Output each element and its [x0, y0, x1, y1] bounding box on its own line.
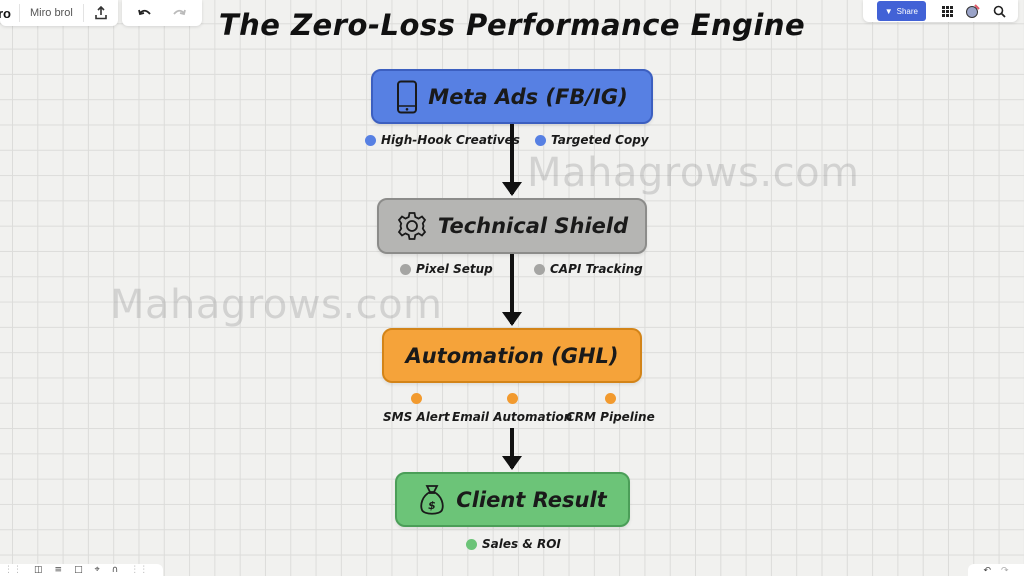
bullet-label: CAPI Tracking	[550, 262, 643, 276]
bullet-dot	[506, 393, 518, 404]
top-right-toolbar: ▼ Share	[862, 0, 1018, 22]
bullet-label: Sales & ROI	[482, 537, 561, 551]
node-label: Client Result	[456, 487, 607, 512]
node-label: Technical Shield	[437, 214, 629, 238]
bullet-item: High-Hook Creatives	[365, 133, 520, 147]
top-left-toolbar: ro Miro brol	[0, 0, 202, 26]
node-meta-ads[interactable]: Meta Ads (FB/IG)	[371, 69, 653, 124]
redo-icon[interactable]	[162, 0, 196, 26]
node-technical-shield[interactable]: Technical Shield	[377, 198, 647, 254]
bullet-dot	[400, 263, 411, 275]
share-icon: ▼	[884, 6, 893, 16]
bullet-dot	[534, 263, 545, 275]
bullet-item: Targeted Copy	[535, 133, 649, 147]
drag-handle-icon[interactable]: ⋮⋮	[130, 565, 149, 575]
svg-text:$: $	[428, 499, 436, 512]
bullet-dot	[365, 134, 376, 146]
bullet-label: Pixel Setup	[416, 262, 493, 276]
watermark: Mahagrows.com	[110, 282, 443, 328]
bullet-item: Pixel Setup	[400, 262, 493, 276]
board-menu: ro Miro brol	[0, 0, 118, 26]
bullet-item: Sales & ROI	[466, 537, 561, 551]
bottom-right-controls: ↶ ↷	[968, 564, 1024, 576]
export-icon[interactable]	[84, 0, 118, 26]
node-automation[interactable]: Automation (GHL)	[382, 328, 642, 383]
bullet-dot	[466, 538, 477, 550]
bullet-item: SMS Alert	[383, 393, 450, 424]
node-label: Meta Ads (FB/IG)	[428, 84, 628, 109]
watermark: Mahagrows.com	[527, 150, 860, 196]
share-label: Share	[896, 6, 918, 16]
bullet-label: Targeted Copy	[551, 133, 649, 147]
bottom-toolbar: ⋮⋮ ◫ ≡ □ ⌖ ∩ ⋮⋮	[0, 564, 163, 576]
flow-arrow	[502, 428, 522, 470]
board-name[interactable]: Miro brol	[19, 4, 84, 22]
share-button[interactable]: ▼ Share	[876, 1, 926, 21]
comments-icon[interactable]: □	[74, 565, 83, 575]
bullet-label: SMS Alert	[383, 410, 450, 424]
shapes-icon[interactable]: ∩	[111, 565, 119, 575]
redo-icon[interactable]: ↷	[1001, 566, 1009, 576]
search-icon[interactable]	[986, 1, 1012, 21]
frames-icon[interactable]: ◫	[34, 565, 43, 575]
node-label: Automation (GHL)	[405, 343, 619, 368]
bullet-dot	[535, 134, 546, 146]
reactions-icon[interactable]	[960, 1, 986, 21]
drag-handle-icon[interactable]: ⋮⋮	[4, 565, 22, 575]
node-client-result[interactable]: $ Client Result	[395, 472, 630, 527]
gear-icon	[396, 210, 428, 242]
app-logo[interactable]: ro	[0, 5, 11, 21]
smartphone-icon	[396, 80, 418, 114]
money-bag-icon: $	[418, 483, 446, 517]
apps-grid-icon[interactable]	[934, 1, 960, 21]
history-controls	[121, 0, 202, 26]
bullet-label: CRM Pipeline	[566, 410, 655, 424]
bullet-label: High-Hook Creatives	[381, 133, 520, 147]
flow-arrow	[502, 124, 522, 196]
flow-arrow	[502, 254, 522, 326]
layers-icon[interactable]: ≡	[54, 565, 63, 575]
bullet-item: Email Automation	[452, 393, 572, 424]
undo-icon[interactable]	[128, 0, 162, 26]
bullet-label: Email Automation	[452, 410, 573, 424]
fullscreen-icon[interactable]: ⌖	[94, 565, 100, 575]
diagram-title: The Zero-Loss Performance Engine	[218, 8, 806, 42]
bullet-item: CRM Pipeline	[566, 393, 655, 424]
bullet-dot	[604, 393, 616, 404]
bullet-dot	[410, 393, 422, 404]
undo-icon[interactable]: ↶	[983, 566, 991, 576]
bullet-item: CAPI Tracking	[534, 262, 643, 276]
